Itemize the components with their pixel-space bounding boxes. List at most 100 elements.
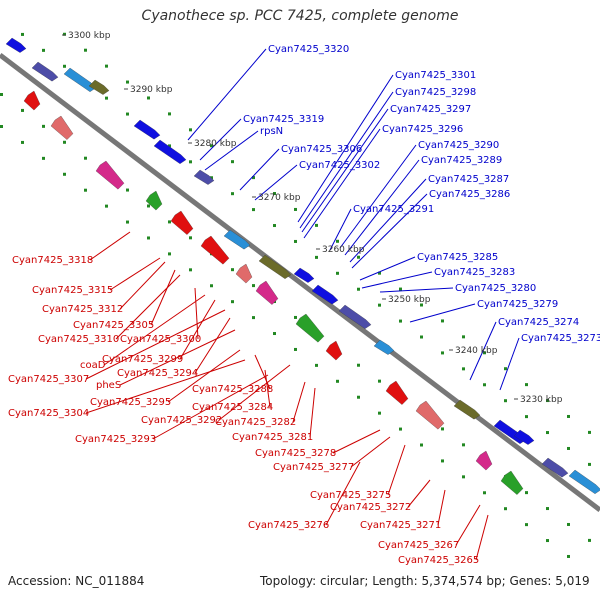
forward-leader-line	[349, 178, 427, 263]
tick-mark	[21, 108, 24, 112]
reverse-leader-line	[103, 294, 206, 366]
forward-leader-line	[409, 303, 476, 323]
tick-mark	[210, 284, 213, 288]
tick-mark	[231, 192, 234, 196]
tick-mark	[147, 204, 150, 208]
tick-mark	[525, 383, 528, 387]
tick-mark	[483, 383, 486, 387]
tick-mark	[357, 363, 360, 367]
forward-gene-label: Cyan7425_3274	[498, 317, 579, 328]
tick-mark	[126, 80, 129, 84]
forward-gene-label: Cyan7425_3285	[417, 252, 498, 263]
tick-mark	[168, 112, 171, 116]
reverse-leader-line	[115, 274, 181, 340]
forward-leader-line	[254, 164, 298, 201]
forward-gene-arrow	[568, 469, 600, 494]
tick-mark	[462, 475, 465, 479]
tick-mark	[588, 430, 591, 434]
tick-mark	[483, 491, 486, 495]
tick-mark	[126, 112, 129, 116]
forward-gene-label: Cyan7425_3290	[418, 140, 499, 151]
reverse-gene-arrow	[415, 400, 445, 430]
reverse-gene-label: Cyan7425_3281	[232, 432, 313, 443]
reverse-gene-label: Cyan7425_3272	[330, 502, 411, 513]
tick-mark	[462, 367, 465, 371]
tick-mark	[420, 443, 423, 447]
reverse-leader-line	[194, 317, 231, 374]
kbp-label: 3250 kbp	[388, 295, 431, 305]
tick-mark	[0, 93, 3, 96]
reverse-gene-label: Cyan7425_3267	[378, 540, 459, 551]
forward-gene-label: Cyan7425_3291	[353, 204, 434, 215]
tick-mark	[42, 156, 45, 160]
tick-mark	[189, 236, 192, 240]
tick-mark	[546, 431, 549, 435]
tick-mark	[231, 160, 234, 164]
tick-mark	[357, 395, 360, 399]
reverse-gene-arrow	[50, 115, 74, 140]
reverse-gene-arrow	[500, 470, 524, 495]
forward-gene-label: Cyan7425_3301	[395, 70, 476, 81]
reverse-leader-line	[85, 309, 226, 380]
forward-gene-label: Cyan7425_3283	[434, 267, 515, 278]
tick-mark	[315, 223, 318, 227]
tick-mark	[147, 236, 150, 240]
reverse-leader-line	[455, 504, 481, 546]
reverse-leader-line	[89, 231, 131, 261]
tick-mark	[0, 125, 3, 128]
tick-mark	[399, 427, 402, 431]
tick-mark	[483, 351, 486, 355]
forward-leader-line	[351, 193, 428, 269]
forward-gene-arrow	[453, 399, 481, 420]
forward-gene-arrow	[311, 284, 339, 305]
reverse-gene-label: Cyan7425_3304	[8, 408, 89, 419]
tick-mark	[567, 554, 570, 558]
forward-gene-arrow	[223, 229, 251, 250]
tick-mark	[273, 192, 276, 196]
forward-gene-arrow	[541, 457, 569, 478]
reverse-gene-label: Cyan7425_3275	[310, 490, 391, 501]
tick-mark	[63, 140, 66, 144]
forward-leader-line	[303, 128, 381, 239]
tick-mark	[336, 379, 339, 383]
tick-mark	[273, 224, 276, 228]
reverse-gene-label: Cyan7425_3271	[360, 520, 441, 531]
reverse-gene-arrow	[295, 313, 325, 343]
reverse-leader-line	[167, 349, 241, 403]
forward-gene-label: Cyan7425_3289	[421, 155, 502, 166]
reverse-leader-line	[254, 354, 271, 390]
tick-mark	[525, 523, 528, 527]
forward-leader-line	[301, 108, 389, 233]
tick-mark	[105, 64, 108, 68]
reverse-leader-line	[119, 261, 166, 310]
forward-gene-label: Cyan7425_3320	[268, 44, 349, 55]
tick-mark	[231, 268, 234, 272]
tick-mark	[546, 539, 549, 543]
tick-mark	[441, 351, 444, 355]
kbp-label: 3270 kbp	[258, 193, 301, 203]
forward-gene-arrow	[63, 67, 97, 92]
forward-leader-line	[339, 144, 417, 249]
reverse-gene-label: Cyan7425_3277	[273, 462, 354, 473]
tick-mark	[189, 160, 192, 164]
tick-mark	[378, 379, 381, 383]
tick-mark	[315, 255, 318, 259]
tick-mark	[378, 303, 381, 307]
tick-mark	[63, 172, 66, 176]
tick-mark	[567, 522, 570, 526]
reverse-gene-arrow	[475, 450, 493, 471]
forward-gene-arrow	[513, 429, 535, 445]
reverse-gene-label: Cyan7425_3288	[192, 384, 273, 395]
tick-mark	[588, 538, 591, 542]
summary-text: Topology: circular; Length: 5,374,574 bp…	[260, 574, 590, 588]
forward-gene-label: Cyan7425_3296	[382, 124, 463, 135]
reverse-gene-arrow	[200, 235, 230, 265]
tick-mark	[189, 128, 192, 132]
tick-mark	[357, 287, 360, 291]
reverse-leader-line	[332, 429, 381, 454]
tick-mark	[84, 48, 87, 52]
kbp-label: 3240 kbp	[455, 346, 498, 356]
reverse-gene-arrow	[23, 90, 41, 111]
tick-mark	[399, 319, 402, 323]
tick-mark	[378, 411, 381, 415]
